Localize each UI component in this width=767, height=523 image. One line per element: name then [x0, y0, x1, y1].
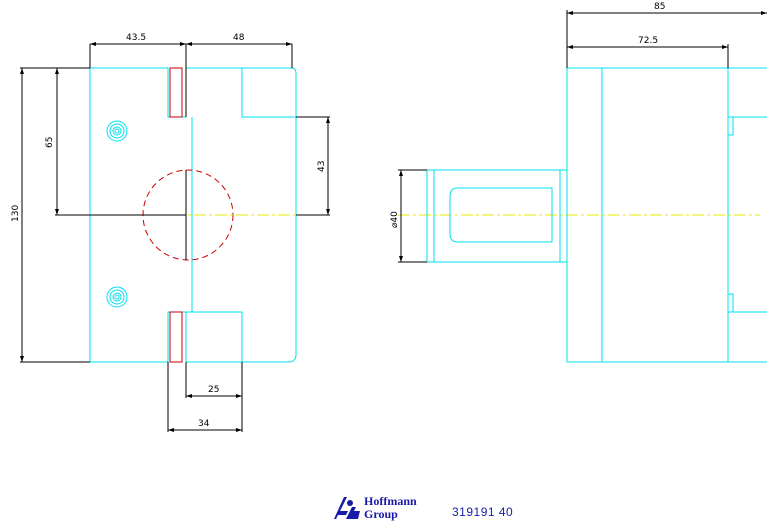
dim-height-total: 130 — [11, 205, 21, 222]
shank-outline — [426, 169, 568, 263]
dim-width-right: 48 — [233, 33, 245, 43]
shank-bore — [449, 187, 553, 243]
part-number: 319191 40 — [452, 505, 514, 519]
logo-line1: Hoffmann — [364, 494, 417, 508]
screw-hole-lower — [106, 286, 128, 308]
dim-height-center: 65 — [45, 137, 55, 148]
hoffmann-logo-icon — [334, 497, 360, 519]
dim-shank-dia: ⌀40 — [390, 211, 400, 228]
side-lower-notch — [728, 293, 767, 313]
dim-length-body: 72.5 — [638, 36, 658, 46]
side-arrowheads — [399, 11, 767, 262]
front-upper-step — [241, 68, 296, 118]
side-upper-notch — [728, 116, 767, 136]
dim-slot-width: 25 — [208, 385, 219, 395]
dim-height-cutout: 43 — [317, 161, 327, 172]
dim-slot-outer: 34 — [198, 419, 210, 429]
side-view — [426, 67, 767, 363]
logo-line2: Group — [364, 507, 398, 521]
front-dimensions — [20, 43, 330, 432]
front-arrowheads — [20, 42, 330, 432]
side-dimensions — [398, 10, 767, 263]
clamp-plate-lower — [169, 311, 183, 363]
screw-hole-upper — [106, 120, 128, 142]
dim-width-left: 43.5 — [126, 33, 146, 43]
dim-length-total: 85 — [654, 2, 665, 12]
side-body-outline — [566, 67, 767, 363]
front-lower-block — [186, 311, 243, 362]
clamp-plate-upper — [169, 67, 183, 118]
clamp-plates — [169, 67, 183, 363]
screw-holes — [106, 120, 128, 308]
hoffmann-logo: Hoffmann Group — [334, 494, 417, 521]
